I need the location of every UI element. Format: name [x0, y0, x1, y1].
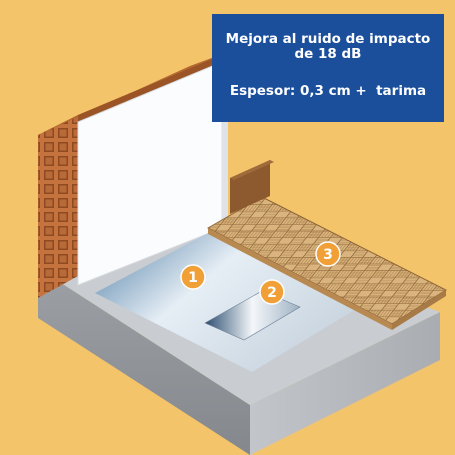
parquet-side-edge: [208, 228, 392, 330]
marker-1: 1: [180, 264, 206, 290]
info-title: Mejora al ruido de impacto de 18 dB: [225, 31, 431, 62]
info-box: Mejora al ruido de impacto de 18 dB Espe…: [212, 14, 444, 122]
marker-3: 3: [315, 241, 341, 267]
brick-wall-side: [38, 115, 78, 298]
marker-2-label: 2: [267, 285, 277, 301]
skirting-board-top: [230, 160, 274, 180]
info-thickness: Espesor: 0,3 cm + tarima: [229, 83, 427, 99]
brick-wall-top-edge: [78, 52, 228, 122]
marker-3-label: 3: [323, 247, 333, 263]
slab-front-face: [38, 268, 250, 455]
marker-1-label: 1: [188, 270, 198, 286]
parquet-edge: [392, 290, 446, 330]
slab-right-face: [250, 312, 440, 455]
membrane-layer: [95, 232, 368, 372]
marker-2: 2: [259, 279, 285, 305]
